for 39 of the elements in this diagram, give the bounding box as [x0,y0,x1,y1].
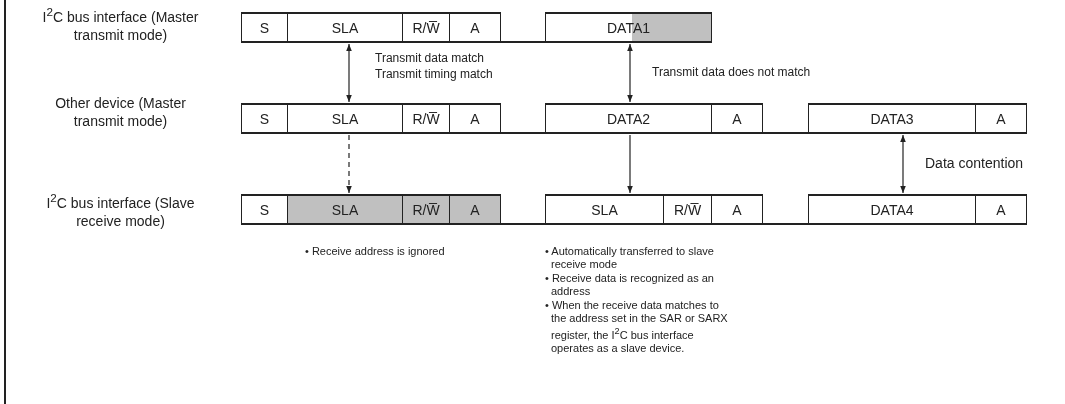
frame-field: DATA1 [545,12,712,43]
frame-field: R/W̅ [402,103,450,134]
frame-field: A [449,12,501,43]
bus-line [500,223,546,225]
frame-field: SLA [287,103,403,134]
bus-line [762,223,809,225]
bus-line [500,132,546,134]
frame-field: S [241,12,288,43]
frame-field: A [975,103,1027,134]
frame-field: A [449,103,501,134]
arrow [627,43,633,103]
frame-field: S [241,194,288,225]
row-label: Other device (Master transmit mode) [54,94,187,130]
frame-field: A [711,194,763,225]
frame-field: R/W̅ [402,194,450,225]
bullet-note: • Automatically transferred to slave receive mode [545,245,715,271]
frame-field: R/W̅ [663,194,712,225]
bullet-note: • Receive data is recognized as an address [545,272,715,298]
frame-field: DATA3 [808,103,976,134]
bus-line [500,41,546,43]
row-label: I$^{2}$C bus interface (Master transmit mode) [41,4,200,44]
arrow [900,134,906,194]
frame-field: A [449,194,501,225]
frame-field: R/W̅ [402,12,450,43]
frame-field: DATA2 [545,103,712,134]
frame-field: SLA [287,12,403,43]
frame-field: SLA [287,194,403,225]
row-label: I$^{2}$C bus interface (Slave receive mode) [45,190,196,230]
bus-line [762,132,809,134]
arrow [627,134,633,194]
frame-field: A [975,194,1027,225]
frame-field: SLA [545,194,664,225]
frame-field: S [241,103,288,134]
arrow [346,43,352,103]
bullet-note: • Receive address is ignored [305,245,446,258]
arrow [346,134,352,194]
frame-field: A [711,103,763,134]
bullet-note: • When the receive data matches to the address set in the SAR or SARX register, the I$^{2}$C bus interface operates as a slave device. [545,299,729,355]
frame-field: DATA4 [808,194,976,225]
